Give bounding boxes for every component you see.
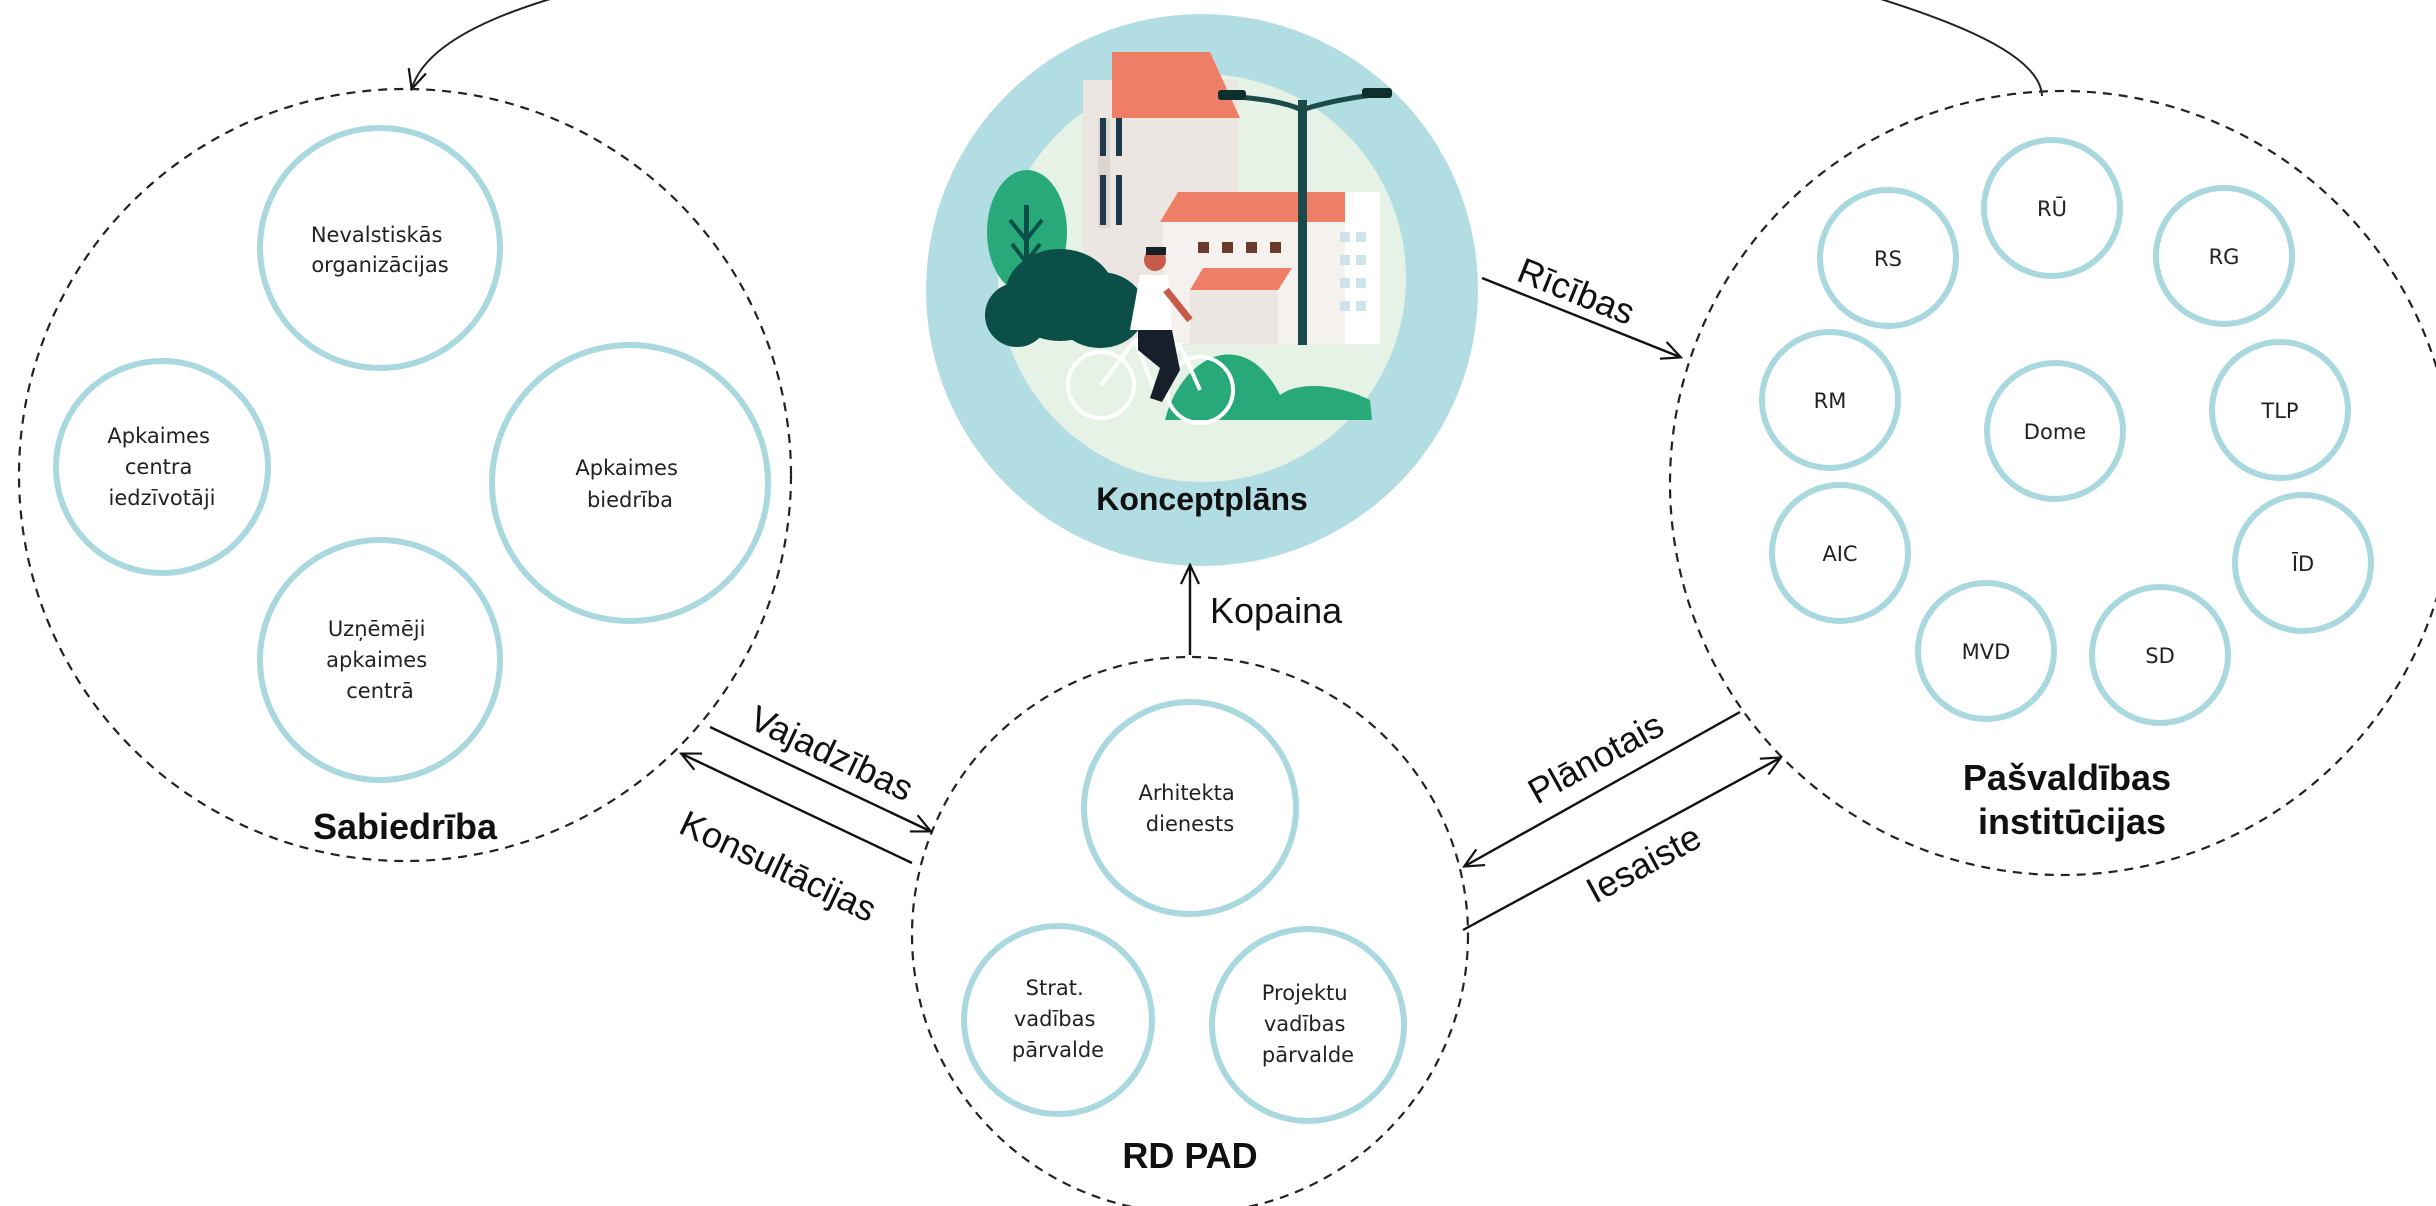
node-label: Nevalstiskās — [311, 223, 443, 247]
node-label: pārvalde — [1262, 1043, 1354, 1067]
kopaina-label: Kopaina — [1210, 590, 1343, 631]
pasvaldibas-boundary — [1669, 90, 2436, 876]
node-label: ĪD — [2292, 552, 2314, 576]
svg-text:Nevalstiskās organizāc: Nevalstiskās organizācijas — [311, 223, 449, 277]
node-id: ĪD — [2232, 492, 2374, 634]
node-label: iedzīvotāji — [109, 486, 216, 510]
node-tlp: TLP — [2209, 339, 2351, 481]
planotais-arrow — [1465, 710, 1741, 866]
sabiedriba-boundary — [17, 87, 793, 863]
node-ru: RŪ — [1981, 137, 2123, 279]
svg-text:Arhitekta dienests: Arhitekta dienests — [1139, 781, 1242, 836]
node-label: Dome — [2024, 420, 2086, 444]
title-line: Pašvaldības — [1963, 757, 2171, 798]
node-label: AIC — [1822, 542, 1857, 566]
sabiedriba-title: Sabiedrība — [313, 806, 498, 847]
node-sd: SD — [2089, 584, 2231, 726]
planotais-label: Plānotais — [1521, 704, 1670, 812]
rd-pad-title: RD PAD — [1122, 1135, 1257, 1176]
node-label: RŪ — [2037, 196, 2067, 221]
node-label: vadības — [1014, 1007, 1096, 1031]
feedback-curve — [412, 0, 2043, 96]
node-rs: RS — [1817, 187, 1959, 329]
node-uznemeji-apkaimes-centra: Uzņēmēji apkaimes centrā — [257, 537, 503, 783]
node-mvd: MVD — [1915, 580, 2057, 722]
node-label: centra — [125, 455, 193, 479]
pasvaldibas-title: Pašvaldības institūcijas — [1963, 757, 2181, 842]
iesaiste-label: Iesaiste — [1579, 816, 1708, 911]
node-nevalstiskas-organizacijas: Nevalstiskās organizācijas — [257, 125, 503, 371]
node-projektu-vadibas-parvalde: Projektu vadības pārvalde — [1209, 926, 1407, 1124]
node-rm: RM — [1759, 329, 1901, 471]
vajadzibas-label: Vajadzības — [744, 697, 920, 809]
node-aic: AIC — [1769, 482, 1911, 624]
node-label: TLP — [2260, 399, 2298, 423]
node-label: biedrība — [587, 488, 673, 512]
node-label: MVD — [1962, 640, 2011, 664]
konsultacijas-label: Konsultācijas — [674, 802, 883, 930]
node-label: pārvalde — [1012, 1038, 1104, 1062]
node-label: apkaimes — [326, 648, 427, 672]
svg-text:Projektu vadības: Projektu vadības pārvalde — [1262, 981, 1354, 1067]
hub-title: Konceptplāns — [1096, 481, 1308, 517]
ricibas-label: Rīcības — [1512, 249, 1641, 332]
node-label: centrā — [346, 679, 414, 703]
rd-pad-group: Arhitekta dienests Strat. vadības pārval… — [910, 655, 1470, 1206]
node-label: Strat. — [1026, 976, 1084, 1000]
node-label: Projektu — [1262, 981, 1348, 1005]
sabiedriba-group: Nevalstiskās organizācijas Apkaimes cent… — [17, 87, 793, 863]
node-apkaimes-centra-iedzivotaji: Apkaimes centra iedzīvotāji — [53, 358, 271, 576]
svg-text:Uzņēmēji apkaimes: Uzņēmēji apkaimes centrā — [326, 617, 434, 703]
konceptplans-hub: Konceptplāns — [926, 14, 1478, 566]
node-label: dienests — [1146, 812, 1234, 836]
pasvaldibas-group: RŪ RS RG RM Dome TLP AIC ĪD — [1669, 90, 2436, 876]
ricibas-arrow — [1481, 276, 1680, 357]
konsultacijas-arrow — [682, 754, 913, 865]
iesaiste-arrow — [1462, 758, 1780, 932]
vajadzibas-arrow — [709, 725, 930, 831]
svg-text:Apkaimes centra: Apkaimes centra iedzīvotāji — [107, 424, 216, 510]
svg-text:Apkaimes biedrība: Apkaimes biedrība — [575, 456, 684, 512]
node-label: RS — [1874, 247, 1902, 271]
node-label: Uzņēmēji — [328, 617, 426, 641]
node-label: Apkaimes — [107, 424, 210, 448]
title-line: institūcijas — [1978, 801, 2166, 842]
node-label: Apkaimes — [575, 456, 678, 480]
node-rg: RG — [2153, 185, 2295, 327]
svg-text:Strat. vadības: Strat. vadības pārvalde — [1012, 976, 1104, 1062]
node-dome: Dome — [1984, 360, 2126, 502]
node-label: SD — [2145, 644, 2175, 668]
node-label: RG — [2209, 245, 2240, 269]
node-apkaimes-biedriba: Apkaimes biedrība — [489, 342, 771, 624]
node-label: organizācijas — [311, 253, 448, 277]
node-label: Arhitekta — [1139, 781, 1235, 805]
node-label: vadības — [1264, 1012, 1346, 1036]
node-label: RM — [1814, 389, 1847, 413]
city-illustration — [985, 52, 1392, 425]
node-strat-vadibas-parvalde: Strat. vadības pārvalde — [961, 923, 1155, 1117]
rd-pad-boundary — [910, 655, 1470, 1206]
node-arhitekta-dienests: Arhitekta dienests — [1081, 699, 1299, 917]
